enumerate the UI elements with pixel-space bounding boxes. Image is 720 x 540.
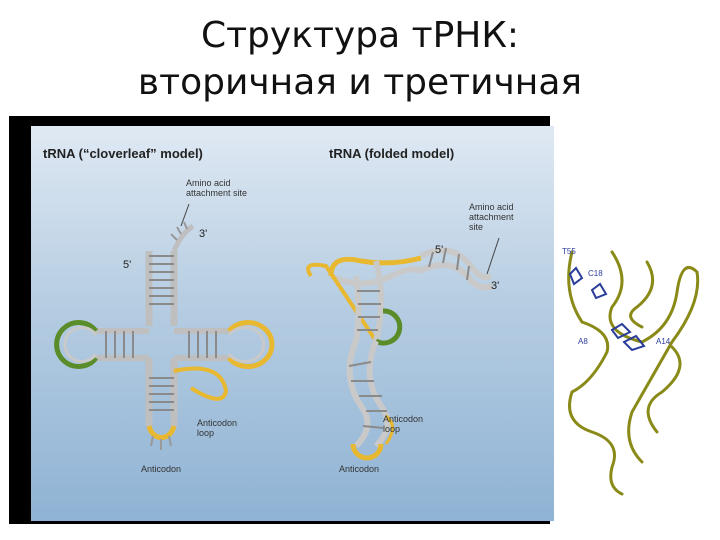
trna-figure-panel: tRNA (“cloverleaf” model) Amino acid att… bbox=[9, 116, 554, 524]
cloverleaf-loop-line-2: loop bbox=[197, 428, 215, 438]
folded-pointer-line bbox=[486, 237, 500, 275]
cloverleaf-loop-line-1: Anticodon bbox=[197, 418, 238, 428]
cloverleaf-d-arm bbox=[54, 320, 149, 369]
sketch-backbone bbox=[567, 250, 700, 496]
cloverleaf-heading: tRNA (“cloverleaf” model) bbox=[43, 146, 203, 161]
cloverleaf-5prime-label: 5' bbox=[123, 259, 132, 271]
cloverleaf-amino-site-label: Amino acid attachment site bbox=[186, 178, 247, 198]
tertiary-structure-sketch: T55 C18 A8 A14 bbox=[562, 247, 700, 496]
folded-3prime-label: 3' bbox=[491, 280, 500, 292]
sketch-highlights bbox=[568, 266, 646, 352]
folded-trna-structure bbox=[306, 247, 495, 461]
slide-title-line-1: Структура тРНК: bbox=[200, 15, 520, 56]
sketch-label-a8: A8 bbox=[578, 337, 588, 346]
folded-loop-line-1: Anticodon bbox=[383, 414, 424, 424]
sketch-label-a14: A14 bbox=[656, 337, 671, 346]
folded-amino-line-3: site bbox=[469, 222, 484, 232]
folded-anticodon-label: Anticodon bbox=[339, 464, 380, 474]
figure-background: tRNA (“cloverleaf” model) Amino acid att… bbox=[31, 126, 554, 521]
cloverleaf-t-arm bbox=[174, 320, 275, 369]
folded-heading: tRNA (folded model) bbox=[329, 146, 455, 161]
cloverleaf-pointer-line bbox=[180, 203, 190, 227]
cloverleaf-amino-line-1: Amino acid bbox=[186, 178, 231, 188]
sketch-label-t55: T55 bbox=[562, 247, 576, 256]
cloverleaf-anticodon-label: Anticodon bbox=[141, 464, 182, 474]
cloverleaf-acceptor-stem bbox=[145, 221, 195, 326]
folded-amino-line-2: attachment bbox=[469, 212, 514, 222]
folded-amino-line-1: Amino acid bbox=[469, 202, 514, 212]
folded-anticodon-loop-label: Anticodon loop bbox=[383, 414, 423, 434]
trna-diagrams-art bbox=[54, 203, 500, 461]
slide-title-line-2: вторичная и третичная bbox=[137, 62, 583, 103]
cloverleaf-anticodon-arm bbox=[145, 358, 229, 450]
folded-5prime-label: 5' bbox=[435, 244, 444, 256]
cloverleaf-anticodon-loop-label: Anticodon loop bbox=[197, 418, 237, 438]
cloverleaf-3prime-label: 3' bbox=[199, 228, 208, 240]
folded-loop-line-2: loop bbox=[383, 424, 401, 434]
cloverleaf-amino-line-2: attachment site bbox=[186, 188, 248, 198]
sketch-label-c18: C18 bbox=[588, 269, 603, 278]
folded-amino-site-label: Amino acid attachment site bbox=[469, 202, 514, 232]
